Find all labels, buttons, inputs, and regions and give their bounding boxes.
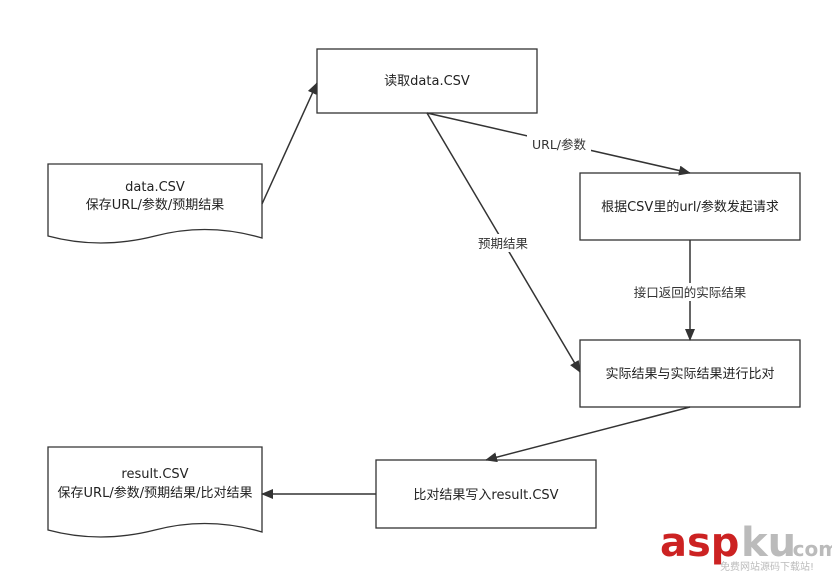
- send-request-step-label: 根据CSV里的url/参数发起请求: [601, 199, 779, 215]
- watermark-brand-asp: asp: [660, 520, 739, 566]
- send-request-step: 根据CSV里的url/参数发起请求: [579, 172, 801, 241]
- edge-doc-to-read: [261, 82, 318, 205]
- data-csv-document-desc: 保存URL/参数/预期结果: [86, 197, 225, 213]
- read-data-step-label: 读取data.CSV: [384, 74, 470, 89]
- edge-label-url-params: URL/参数: [532, 137, 587, 152]
- watermark-tagline: 免费网站源码下载站!: [720, 560, 814, 573]
- data-csv-document-title: data.CSV: [125, 180, 185, 195]
- edge-label-api-actual-result: 接口返回的实际结果: [634, 285, 747, 300]
- watermark-brand-com: .com: [785, 537, 832, 561]
- result-csv-document-title: result.CSV: [121, 467, 188, 482]
- compare-step-box: [579, 339, 801, 408]
- result-csv-document: result.CSV 保存URL/参数/预期结果/比对结果: [47, 446, 263, 538]
- data-csv-document-shape: [47, 163, 263, 244]
- edge-compare-to-write: [485, 406, 691, 463]
- compare-step: 实际结果与实际结果进行比对: [579, 339, 801, 408]
- edge-label-bg-expected: [473, 234, 533, 252]
- edge-label-expected-result: 预期结果: [478, 236, 529, 251]
- data-csv-document: data.CSV 保存URL/参数/预期结果: [47, 163, 263, 244]
- watermark: asp ku .com 免费网站源码下载站!: [660, 520, 832, 573]
- result-csv-document-shape: [47, 446, 263, 538]
- edge-label-bg-url-params: [527, 135, 591, 153]
- compare-step-label: 实际结果与实际结果进行比对: [605, 367, 774, 382]
- write-result-step-box: [375, 459, 597, 529]
- watermark-brand-ku: ku: [741, 520, 796, 566]
- result-csv-document-desc: 保存URL/参数/预期结果/比对结果: [58, 485, 253, 501]
- read-data-step: 读取data.CSV: [316, 48, 538, 114]
- write-result-step-label: 比对结果写入result.CSV: [413, 488, 558, 503]
- edge-label-bg-api-result: [628, 283, 752, 301]
- read-data-step-box: [316, 48, 538, 114]
- write-result-step: 比对结果写入result.CSV: [375, 459, 597, 529]
